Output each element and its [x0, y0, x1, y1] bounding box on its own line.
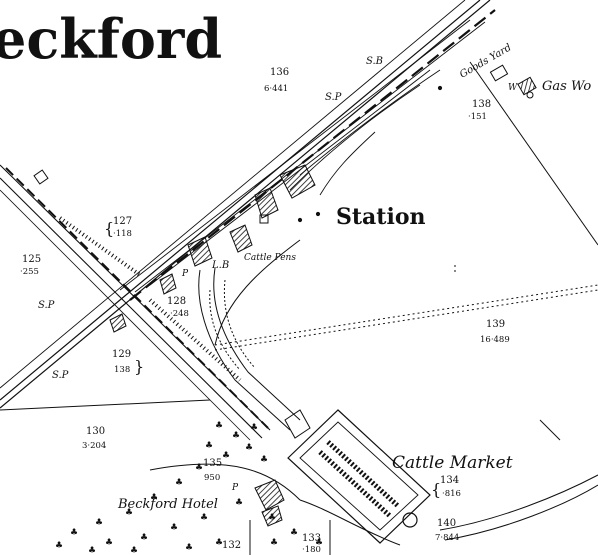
svg-text:·180: ·180 [302, 545, 321, 555]
well-mark: W [508, 83, 518, 93]
svg-text:136: 136 [270, 67, 289, 78]
svg-text:♣: ♣ [290, 528, 298, 538]
svg-text:♣: ♣ [270, 538, 278, 548]
svg-text:140: 140 [437, 518, 456, 529]
svg-text:♣: ♣ [70, 528, 78, 538]
solid-boundaries [0, 61, 598, 555]
pump-mark-station: P [181, 269, 189, 279]
station-buildings [33, 164, 316, 333]
svg-text:♣: ♣ [215, 421, 223, 431]
svg-text:6·441: 6·441 [264, 84, 288, 94]
svg-text:135: 135 [203, 458, 222, 469]
branch-railway [0, 164, 271, 441]
svg-text:138: 138 [114, 365, 130, 375]
signal-post-mark-bottom: S.P [52, 370, 69, 381]
svg-text:♣: ♣ [175, 478, 183, 488]
svg-text:16·489: 16·489 [480, 335, 510, 345]
svg-text:♣: ♣ [130, 546, 138, 555]
svg-text:♣: ♣ [315, 538, 323, 548]
svg-text:♣: ♣ [195, 463, 203, 473]
svg-text:{: { [431, 480, 441, 499]
parcel-138: 138 ·151 [468, 99, 491, 122]
svg-text:♣: ♣ [205, 441, 213, 451]
svg-text:♣: ♣ [250, 423, 258, 433]
signal-box-mark: S.B [366, 56, 383, 67]
parcel-134: 134 ·816 { [431, 475, 461, 499]
svg-text:133: 133 [302, 533, 321, 544]
svg-text:129: 129 [112, 349, 131, 360]
svg-text:{: { [104, 219, 114, 238]
svg-text:128: 128 [167, 296, 186, 307]
pump-mark-hotel: P [231, 483, 239, 493]
svg-text:♣: ♣ [150, 493, 158, 503]
field-boundaries [214, 265, 598, 351]
parcel-130: 130 3·204 [82, 426, 106, 451]
svg-text:♣: ♣ [185, 543, 193, 553]
parcel-125: 125 ·255 [20, 254, 41, 277]
svg-text:♣: ♣ [88, 546, 96, 555]
letter-box-mark: L.B [211, 260, 229, 271]
svg-text:130: 130 [86, 426, 105, 437]
gas-works [297, 64, 537, 223]
parcel-133: 133 ·180 [302, 533, 321, 555]
svg-text:♣: ♣ [140, 533, 148, 543]
svg-text:3·204: 3·204 [82, 441, 106, 451]
parcel-139: 139 16·489 [480, 319, 510, 345]
svg-text:♣: ♣ [222, 451, 230, 461]
station-label: Station [336, 204, 426, 230]
svg-text:127: 127 [113, 216, 132, 227]
svg-text:♣: ♣ [125, 508, 133, 518]
svg-text:♣: ♣ [245, 443, 253, 453]
svg-text:♣: ♣ [200, 513, 208, 523]
svg-text:125: 125 [22, 254, 41, 265]
place-name-label: eckford [0, 7, 222, 71]
svg-text:7·844: 7·844 [435, 533, 459, 543]
svg-text:950: 950 [204, 473, 220, 483]
gas-works-label: Gas Wo [542, 79, 591, 94]
svg-text:·248: ·248 [170, 309, 189, 319]
hotel-label: Beckford Hotel [117, 497, 218, 512]
cattle-pens-label: Cattle Pens [244, 253, 296, 263]
parcel-136: 136 6·441 [264, 67, 289, 94]
parcel-128: 128 ·248 [167, 296, 189, 319]
signal-post-mark-left: S.P [38, 300, 55, 311]
railway-lines [0, 0, 496, 409]
tree-symbols: ♣♣♣ ♣♣♣ ♣♣♣ ♣♣♣ ♣♣♣ ♣♣♣ ♣♣♣ ♣♣♣ ♣♣♣ [55, 421, 323, 555]
svg-text:134: 134 [440, 475, 459, 486]
svg-text:}: } [134, 357, 144, 376]
svg-text:·255: ·255 [20, 267, 39, 277]
cattle-market-label: Cattle Market [392, 453, 513, 473]
svg-text:♣: ♣ [260, 455, 268, 465]
parcel-129: 129 138 } [112, 349, 144, 376]
svg-text:♣: ♣ [235, 498, 243, 508]
svg-text:·151: ·151 [468, 112, 487, 122]
svg-text:♣: ♣ [170, 523, 178, 533]
signal-post-mark-top: S.P [325, 92, 342, 103]
station-road [198, 267, 301, 431]
cattle-market [284, 409, 431, 544]
hotel-building [254, 479, 285, 527]
svg-text:139: 139 [486, 319, 505, 330]
parcel-140: 140 7·844 [435, 518, 459, 543]
svg-text:138: 138 [472, 99, 491, 110]
svg-text:♣: ♣ [95, 518, 103, 528]
svg-text:♣: ♣ [55, 541, 63, 551]
svg-text:132: 132 [222, 540, 241, 551]
svg-text:♣: ♣ [215, 538, 223, 548]
svg-text:·816: ·816 [442, 489, 461, 499]
parcel-135: 135 950 [203, 458, 222, 483]
svg-text:♣: ♣ [105, 538, 113, 548]
svg-text:♣: ♣ [232, 431, 240, 441]
svg-text:·118: ·118 [113, 229, 132, 239]
parcel-132: 132 [222, 540, 241, 551]
parcel-127: 127 ·118 { [104, 216, 132, 239]
